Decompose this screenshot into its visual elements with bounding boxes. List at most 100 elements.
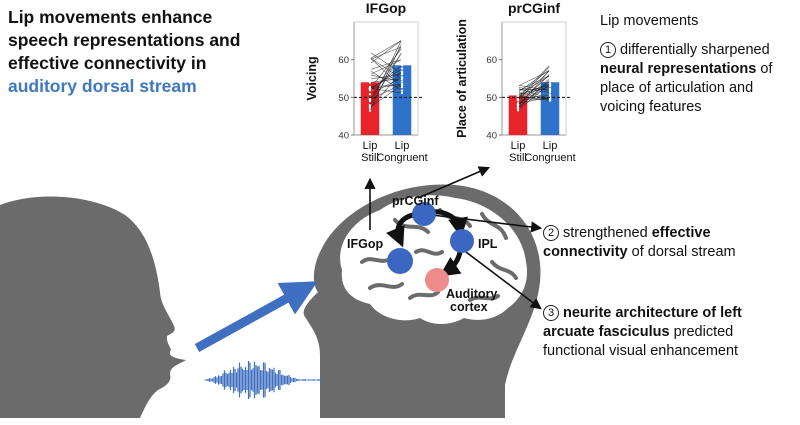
x-category-label: Lip [511, 140, 526, 152]
subject-line [369, 47, 403, 90]
label-auditory-1: Auditory [446, 287, 497, 301]
y-tick-label: 40 [486, 131, 497, 142]
subject-point [368, 56, 372, 60]
y-tick-label: 40 [338, 131, 349, 142]
subject-point [548, 69, 552, 72]
subject-point [400, 80, 404, 83]
subject-point [548, 83, 552, 86]
title-line-4: auditory dorsal stream [8, 76, 197, 96]
finding-1-pre: differentially sharpened [620, 42, 770, 58]
subject-line [369, 84, 403, 89]
label-ifgop: IFGop [347, 237, 383, 251]
speech-waveform [204, 360, 326, 400]
subject-point [548, 98, 552, 101]
subject-point [400, 41, 404, 44]
finding-1-bold: neural representations [600, 61, 757, 77]
subject-point [368, 73, 372, 76]
subject-line [369, 59, 403, 75]
subject-line [369, 52, 403, 74]
subject-line [369, 71, 403, 89]
subject-line [517, 94, 551, 99]
audiovisual-input-arrow [194, 281, 318, 352]
y-axis-label: Place of articulation [455, 19, 469, 138]
chart-title: IFGop [366, 0, 406, 16]
node-ifgop [387, 248, 413, 274]
subject-line [369, 87, 403, 94]
x-category-label: Lip [395, 140, 410, 152]
subject-point [400, 82, 404, 86]
chart-title: prCGinf [508, 0, 560, 16]
subject-point [516, 106, 520, 109]
finding-3-number: 3 [543, 305, 559, 321]
y-axis-label: Voicing [305, 56, 319, 100]
subject-point [368, 87, 372, 90]
finding-2-pre: strengthened [563, 225, 652, 241]
subject-point [400, 45, 404, 48]
subject-point [368, 58, 372, 61]
y-tick-label: 60 [486, 55, 497, 66]
subject-point [400, 64, 404, 67]
subject-point [368, 51, 372, 54]
subject-point [400, 77, 404, 81]
subject-line [369, 71, 403, 109]
subject-line [517, 70, 551, 101]
subject-point [368, 93, 372, 96]
subject-line [369, 58, 403, 70]
subject-line [517, 84, 551, 92]
pointer-to-finding-3 [465, 251, 542, 310]
subject-point [400, 38, 404, 42]
subject-point [368, 81, 372, 84]
subject-line [517, 73, 551, 105]
subject-point [516, 109, 520, 112]
x-category-label: Lip [363, 140, 378, 152]
x-category-label: Congruent [524, 152, 575, 164]
findings-heading: Lip movements [600, 13, 699, 29]
subject-point [516, 103, 520, 106]
subject-point [368, 97, 372, 101]
subject-point [400, 89, 404, 92]
x-category-label: Still [509, 152, 527, 164]
y-tick-label: 50 [338, 93, 349, 104]
x-category-label: Still [361, 152, 379, 164]
subject-point [516, 84, 520, 88]
bar-lip-still [508, 95, 528, 135]
finding-2-bold: effective connectivity [543, 225, 711, 260]
subject-line [517, 92, 551, 100]
connectivity-arrow-ipl-to-auditory [439, 251, 463, 277]
subject-line [369, 39, 403, 64]
subject-line [369, 52, 403, 100]
x-category-label: Congruent [376, 152, 427, 164]
subject-line [369, 84, 403, 108]
subject-line [369, 46, 403, 60]
finding-2-post: of dorsal stream [627, 244, 736, 260]
subject-point [516, 91, 520, 94]
finding-3-bold: neurite architecture of left arcuate fas… [543, 305, 742, 340]
subject-point [548, 94, 552, 97]
subject-point [548, 91, 552, 94]
subject-point [400, 51, 404, 54]
subject-point [548, 89, 552, 92]
subject-point [368, 106, 372, 109]
subject-line [517, 64, 551, 99]
title-line-1: Lip movements enhance [8, 7, 213, 27]
subject-line [369, 38, 403, 106]
subject-line [517, 69, 551, 93]
node-auditory-cortex [425, 268, 449, 292]
subject-line [369, 70, 403, 91]
title-line-2: speech representations and [8, 30, 241, 50]
subject-point [368, 77, 372, 81]
node-prcginf [412, 202, 436, 226]
x-category-label: Lip [543, 140, 558, 152]
subject-point [368, 69, 372, 72]
subject-point [400, 85, 404, 89]
subject-point [548, 72, 552, 76]
finding-3-post: predicted functional visual enhancement [543, 324, 739, 359]
subject-line [517, 80, 551, 109]
subject-line [517, 84, 551, 96]
